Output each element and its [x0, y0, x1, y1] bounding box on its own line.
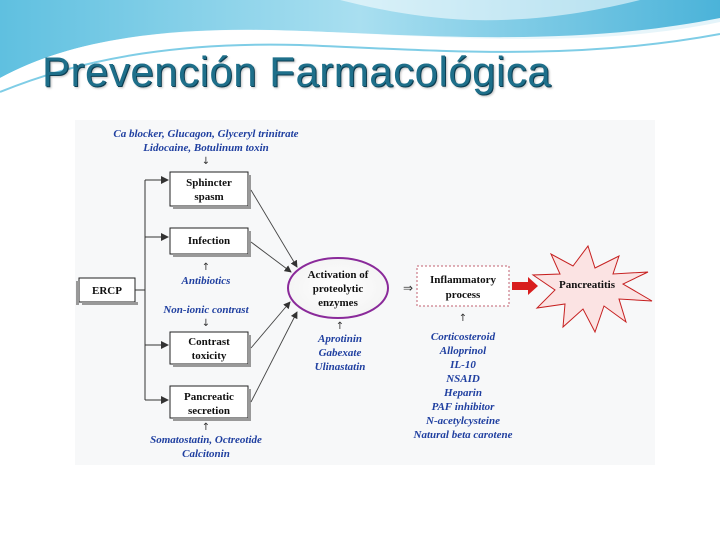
slide-title: Prevención Farmacológica	[42, 48, 552, 95]
activation-oval	[287, 257, 389, 319]
antibiotics-label: Antibiotics	[181, 275, 231, 287]
inflammatory-line-2: process	[446, 289, 481, 301]
pancreatitis-burst	[531, 244, 653, 334]
red-arrow-icon	[512, 277, 538, 295]
inflammatory-line-1: Inflammatory	[430, 274, 496, 286]
infection-label: Infection	[188, 235, 230, 247]
non-ionic-contrast-label: Non-ionic contrast	[162, 304, 249, 316]
anti-inflammatory-item: NSAID	[445, 373, 480, 385]
up-arrow-icon: ↑	[336, 321, 344, 332]
activation-line-2: proteolytic	[313, 283, 364, 295]
anti-inflammatory-item: Alloprinol	[439, 345, 487, 357]
anti-inflammatory-item: Natural beta carotene	[413, 429, 513, 441]
double-arrow-icon: ⇒	[403, 281, 413, 295]
anti-inflammatory-item: Corticosteroid	[431, 331, 496, 343]
anti-inflammatory-item: PAF inhibitor	[432, 401, 496, 413]
header-swoosh	[0, 0, 720, 93]
pancreatitis-diagram: Ca blocker, Glucagon, Glyceryl trinitrat…	[75, 120, 655, 465]
ercp-box	[78, 277, 136, 303]
ercp-label: ERCP	[92, 285, 122, 297]
top-agents-line-2: Lidocaine, Botulinum toxin	[142, 142, 269, 154]
down-arrow-icon: ↓	[202, 318, 210, 329]
sphincter-spasm-line-2: spasm	[194, 191, 223, 203]
pancreatitis-label: Pancreatitis	[559, 279, 616, 291]
top-agents-line-1: Ca blocker, Glucagon, Glyceryl trinitrat…	[113, 128, 298, 140]
down-arrow-icon: ↓	[202, 156, 210, 167]
anti-inflammatory-item: IL-10	[449, 359, 476, 371]
up-arrow-icon: ↑	[459, 313, 467, 324]
ulinastatin-label: Ulinastatin	[315, 361, 366, 373]
sphincter-spasm-line-1: Sphincter	[186, 177, 232, 189]
anti-inflammatory-item: N-acetylcysteine	[425, 415, 500, 427]
activation-line-1: Activation of	[308, 269, 369, 281]
contrast-toxicity-line-1: Contrast	[188, 336, 230, 348]
bottom-agents-line-1: Somatostatin, Octreotide	[150, 434, 262, 446]
up-arrow-icon: ↑	[202, 262, 210, 273]
up-arrow-icon: ↑	[202, 422, 210, 433]
bottom-agents-line-2: Calcitonin	[182, 448, 230, 460]
activation-line-3: enzymes	[318, 297, 358, 309]
inflammatory-process-box	[416, 265, 510, 307]
anti-inflammatory-item: Heparin	[443, 387, 482, 399]
pancreatic-secretion-line-1: Pancreatic	[184, 391, 234, 403]
gabexate-label: Gabexate	[319, 347, 362, 359]
pancreatic-secretion-line-2: secretion	[188, 405, 230, 417]
contrast-toxicity-line-2: toxicity	[192, 350, 227, 362]
aprotinin-label: Aprotinin	[317, 333, 362, 345]
